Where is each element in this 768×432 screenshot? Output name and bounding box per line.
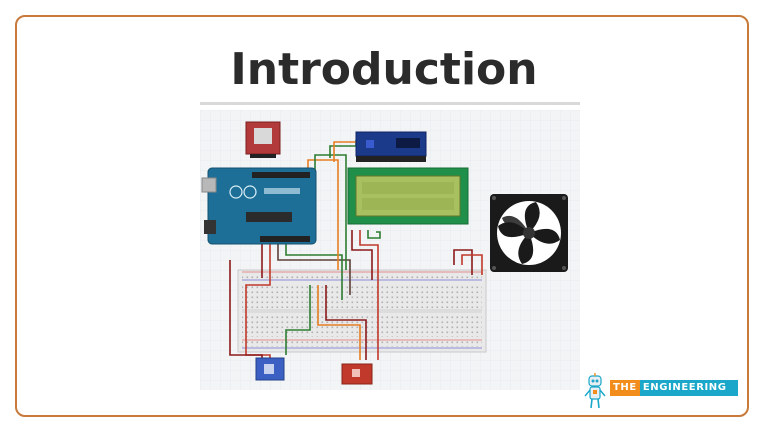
circuit-diagram: [200, 110, 580, 390]
cooling-fan-icon: [490, 194, 568, 272]
i2c-adapter: [355, 131, 427, 162]
lcd-display: [347, 167, 469, 225]
breadboard: [237, 269, 487, 353]
robot-mascot-icon: [584, 373, 606, 409]
blue-sensor-module: [255, 357, 285, 381]
rtc-module: [245, 121, 281, 158]
title-underline: [200, 102, 580, 105]
slide-title: Introduction: [230, 44, 538, 95]
arduino-board: [201, 167, 317, 245]
red-sensor-module: [341, 363, 373, 385]
logo-word-engineering: ENGINEERING: [642, 382, 727, 393]
logo-word-the: THE: [610, 380, 640, 396]
